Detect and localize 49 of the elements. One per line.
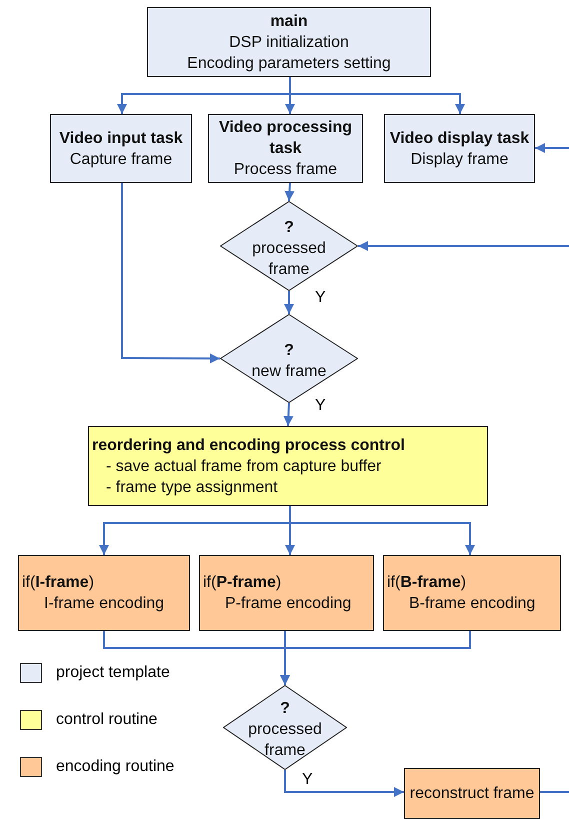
question-mark: ?	[283, 340, 295, 360]
arrow	[284, 182, 295, 202]
decision-diamond	[220, 201, 358, 291]
process-box	[404, 768, 540, 819]
legend-label: control routine	[56, 711, 158, 729]
control-box	[88, 426, 488, 506]
condition-label: if(B-frame)	[387, 573, 466, 593]
decision-label: processed frame	[251, 238, 327, 280]
legend-label: project template	[56, 664, 170, 682]
encoding-box	[199, 555, 374, 631]
task-box	[208, 114, 363, 183]
question-mark: ?	[279, 699, 291, 719]
box-label: reconstruct frame	[410, 784, 534, 804]
decision-label: processed frame	[247, 720, 323, 761]
task-box	[50, 114, 192, 183]
box-heading: main	[270, 12, 308, 32]
encoding-box	[18, 555, 190, 631]
bullet-item: - frame type assignment	[105, 478, 278, 498]
arrow	[121, 183, 220, 364]
bullet-item: - save actual frame from capture buffer	[105, 456, 382, 476]
arrow	[283, 402, 294, 426]
box-label: Process frame	[234, 160, 338, 180]
arrow	[535, 143, 569, 153]
box-label: DSP initialization	[229, 32, 349, 52]
box-heading: Video input task	[59, 128, 183, 148]
box-heading: reordering and encoding process control	[92, 436, 405, 456]
arrow	[284, 770, 404, 797]
box-heading: Video processing task	[218, 118, 354, 159]
arrow	[289, 77, 465, 114]
arrow	[284, 291, 294, 314]
decision-label: new frame	[250, 362, 328, 382]
box-label: Capture frame	[70, 150, 172, 170]
decision-diamond	[223, 685, 347, 770]
question-mark: ?	[283, 218, 295, 238]
box-label: I-frame encoding	[43, 594, 164, 614]
encoding-box	[383, 555, 561, 631]
condition-label: if(I-frame)	[22, 573, 94, 593]
box-label: Encoding parameters setting	[187, 54, 391, 74]
arrow	[280, 631, 471, 685]
task-box	[384, 114, 535, 183]
legend-label: encoding routine	[56, 758, 174, 776]
condition-label: if(P-frame)	[203, 573, 282, 593]
box-label: Display frame	[410, 150, 508, 170]
box-heading: Video display task	[390, 128, 530, 148]
box-label: P-frame encoding	[224, 594, 352, 614]
arrow	[358, 241, 569, 251]
arrow	[289, 506, 475, 555]
box-label: B-frame encoding	[408, 594, 536, 614]
main-box	[147, 7, 431, 77]
